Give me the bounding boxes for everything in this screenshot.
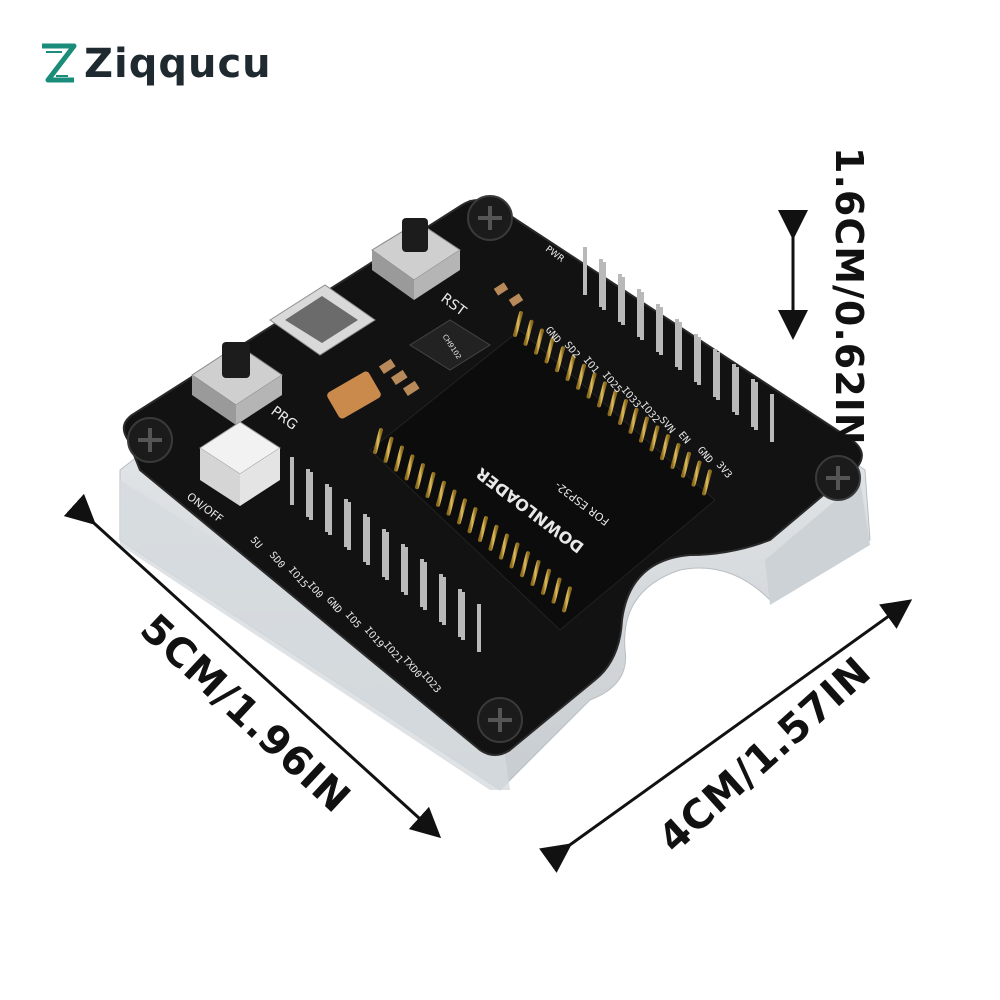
power-switch [199, 421, 281, 506]
pogo-pin [541, 568, 551, 595]
pogo-pin [530, 560, 541, 586]
pogo-pin [618, 399, 628, 425]
pogo-pin [478, 516, 488, 542]
program-button [191, 342, 283, 425]
usb-serial-chip: CH9102 [409, 319, 491, 371]
pogo-pin [607, 390, 618, 417]
header-pins-right [583, 247, 774, 442]
screws [127, 195, 861, 743]
pogo-pin [649, 425, 660, 452]
pogo-pin [565, 355, 576, 381]
pogo-pin [691, 460, 702, 487]
pogo-pin [534, 328, 544, 355]
pogo-pin [551, 577, 562, 604]
esp32-socket [369, 329, 716, 631]
pogo-pin [586, 372, 597, 399]
brand-name: Ziqqucu [84, 41, 272, 87]
pogo-pin [681, 451, 691, 478]
brand-logo: Ziqqucu [38, 34, 272, 94]
pogo-pin [509, 542, 520, 569]
pogo-pin [467, 507, 478, 534]
pogo-pin [544, 337, 555, 364]
height-dimension-label: 1.6CM/0.62IN [827, 147, 871, 446]
pogo-pin [425, 472, 436, 498]
pogo-pin [576, 363, 586, 390]
screw-top [467, 195, 513, 241]
pogo-pin [394, 445, 404, 472]
pogo-pin [702, 469, 712, 496]
pogo-pin [446, 489, 457, 516]
screw-right [815, 455, 861, 501]
pogo-pin [499, 533, 509, 560]
micro-usb-port [269, 284, 376, 356]
pogo-pin [660, 434, 670, 461]
pogo-pin [373, 428, 383, 454]
brand-z-mark [42, 43, 77, 83]
pogo-pin [639, 416, 649, 443]
pogo-pin [523, 319, 534, 346]
pogo-pin [513, 311, 523, 337]
length-arrow [63, 493, 442, 839]
pogo-pin [457, 498, 467, 525]
pogo-pin [628, 407, 639, 434]
pogo-pin [555, 346, 565, 373]
pogo-pin [670, 443, 681, 469]
pogo-pin [597, 381, 607, 408]
pogo-pin [488, 524, 499, 551]
width-arrow [539, 599, 913, 873]
pogo-pin [520, 551, 530, 578]
smd-components [378, 282, 524, 397]
pogo-pins-upper [513, 311, 712, 496]
pogo-pin [404, 454, 415, 481]
tantalum-capacitor [327, 371, 381, 419]
screw-bottom [477, 697, 523, 743]
pogo-pin [383, 436, 394, 463]
reset-button [371, 218, 461, 300]
pogo-pin [415, 463, 425, 490]
screw-left [127, 417, 173, 463]
